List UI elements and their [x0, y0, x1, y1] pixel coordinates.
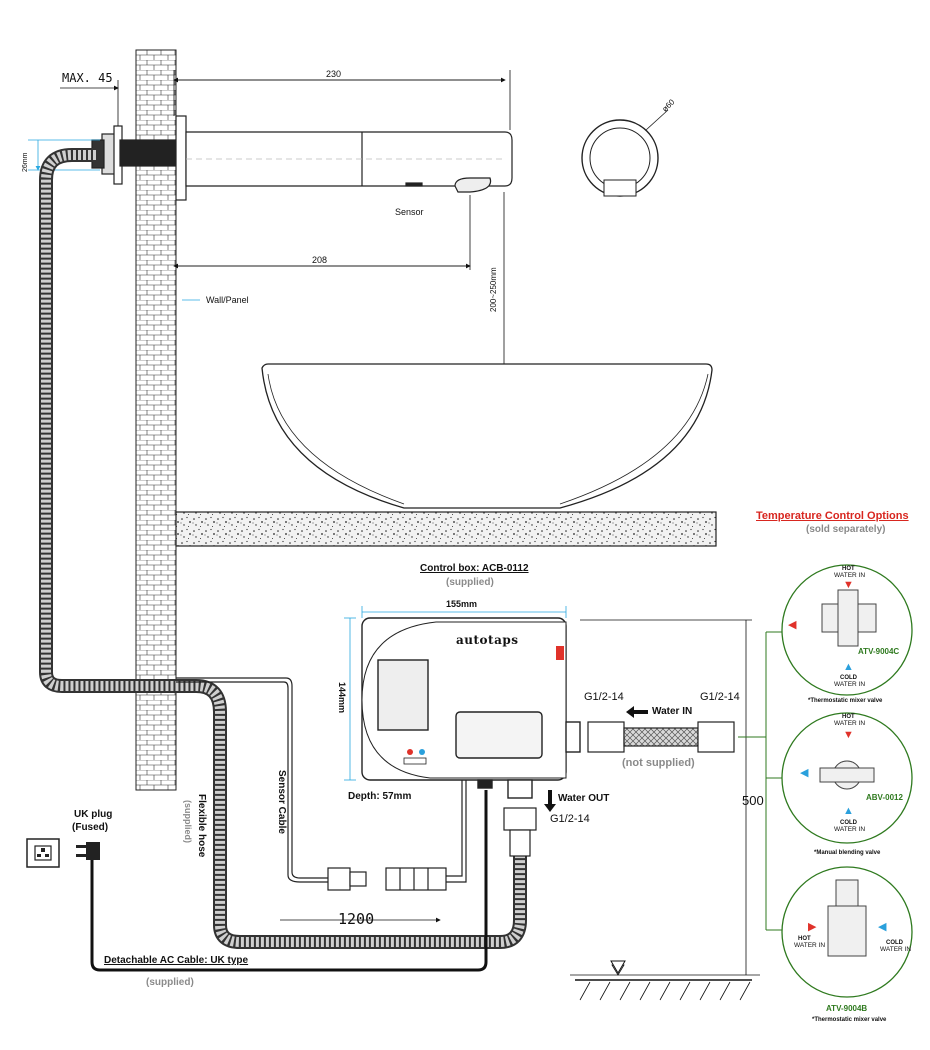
wall-panel [135, 49, 177, 791]
arrow-left-icon [626, 706, 648, 718]
option1-model: ATV-9004C [858, 647, 900, 656]
option2-cold: COLD [840, 820, 857, 826]
water-in-label: Water IN [652, 706, 693, 717]
hose-supplied-label: (supplied) [183, 800, 193, 843]
box-height-label: 144mm [337, 682, 347, 714]
option3-cold-sub: WATER IN [880, 946, 912, 953]
box-depth-label: Depth: 57mm [348, 791, 412, 802]
control-box-dimensions [344, 606, 567, 781]
water-out-fitting [503, 807, 537, 857]
max-offset-label: MAX. 45 [62, 71, 113, 85]
spout-height-label: 26mm [22, 152, 29, 172]
option3-model: ATV-9004B [826, 1004, 868, 1013]
box-width-label: 155mm [446, 599, 478, 609]
option1-hot-sub: WATER IN [834, 572, 866, 579]
spout-length-label: 230 [326, 69, 342, 79]
countertop [175, 511, 717, 547]
water-out-label: Water OUT [558, 793, 610, 804]
wall-label: Wall/Panel [206, 295, 249, 305]
thread-right-label: G1/2-14 [700, 691, 740, 703]
faucet-top-view [581, 109, 669, 197]
dimension-lines [28, 70, 512, 406]
clearance-label: 200~250mm [489, 267, 498, 312]
control-box-title: Control box: ACB-0112 [420, 563, 529, 574]
option3-hot: HOT [798, 936, 811, 942]
thread-out-label: G1/2-14 [550, 813, 590, 825]
faucet [91, 115, 513, 201]
option1-out-arrow-icon: ◀ [788, 619, 797, 631]
option2-hot: HOT [842, 714, 855, 720]
option1-cold-sub: WATER IN [834, 681, 866, 688]
ac-supplied-label: (supplied) [146, 977, 194, 988]
flexible-hose [39, 148, 527, 949]
option2-hot-arrow-icon: ▼ [843, 729, 854, 741]
option1-hot-arrow-icon: ▼ [843, 579, 854, 591]
options-subtitle: (sold separately) [806, 524, 886, 535]
arrow-down-icon [544, 790, 556, 812]
sensor-cable-label: Sensor Cable [276, 770, 287, 834]
reach-label: 208 [312, 255, 328, 265]
brand-logo: autotaps [456, 633, 519, 647]
option1-caption: *Thermostatic mixer valve [808, 698, 883, 704]
option2-hot-sub: WATER IN [834, 720, 866, 727]
option2-caption: *Manual blending valve [814, 850, 881, 856]
uk-plug-label: UK plug [74, 809, 113, 820]
ac-cable [90, 790, 488, 972]
water-in-hose [587, 721, 735, 753]
option3-cold-arrow-icon: ◀ [878, 921, 887, 933]
option2-model: ABV-0012 [866, 793, 903, 802]
control-box [361, 617, 581, 799]
option2-out-arrow-icon: ◀ [800, 767, 809, 779]
option3-hot-sub: WATER IN [794, 942, 826, 949]
uk-plug-icon [76, 842, 100, 860]
option2-cold-arrow-icon: ▲ [843, 805, 854, 817]
control-box-supplied: (supplied) [446, 577, 494, 588]
ac-cable-label: Detachable AC Cable: UK type [104, 955, 249, 966]
hose-length-label: 1200 [338, 910, 375, 928]
option1-cold: COLD [840, 675, 857, 681]
sensor-label: Sensor [395, 207, 424, 217]
thread-left-label: G1/2-14 [584, 691, 624, 703]
option1-cold-arrow-icon: ▲ [843, 661, 854, 673]
option2-cold-sub: WATER IN [834, 826, 866, 833]
option-connectors [738, 631, 782, 931]
power-socket-icon [26, 838, 60, 868]
flexible-hose-label: Flexible hose [196, 794, 207, 858]
option3-caption: *Thermostatic mixer valve [812, 1017, 887, 1023]
floor-height-label: 500 [742, 793, 764, 808]
not-supplied-label: (not supplied) [622, 757, 695, 769]
basin [261, 363, 713, 509]
sensor-cable [176, 677, 467, 891]
valve-bodies [819, 589, 877, 957]
option3-cold: COLD [886, 940, 903, 946]
ground-symbol-icon [610, 960, 626, 974]
option1-hot: HOT [842, 566, 855, 572]
option3-hot-arrow-icon: ▶ [808, 921, 817, 933]
options-title: Temperature Control Options [756, 510, 909, 522]
uk-plug-fused-label: (Fused) [72, 822, 109, 833]
